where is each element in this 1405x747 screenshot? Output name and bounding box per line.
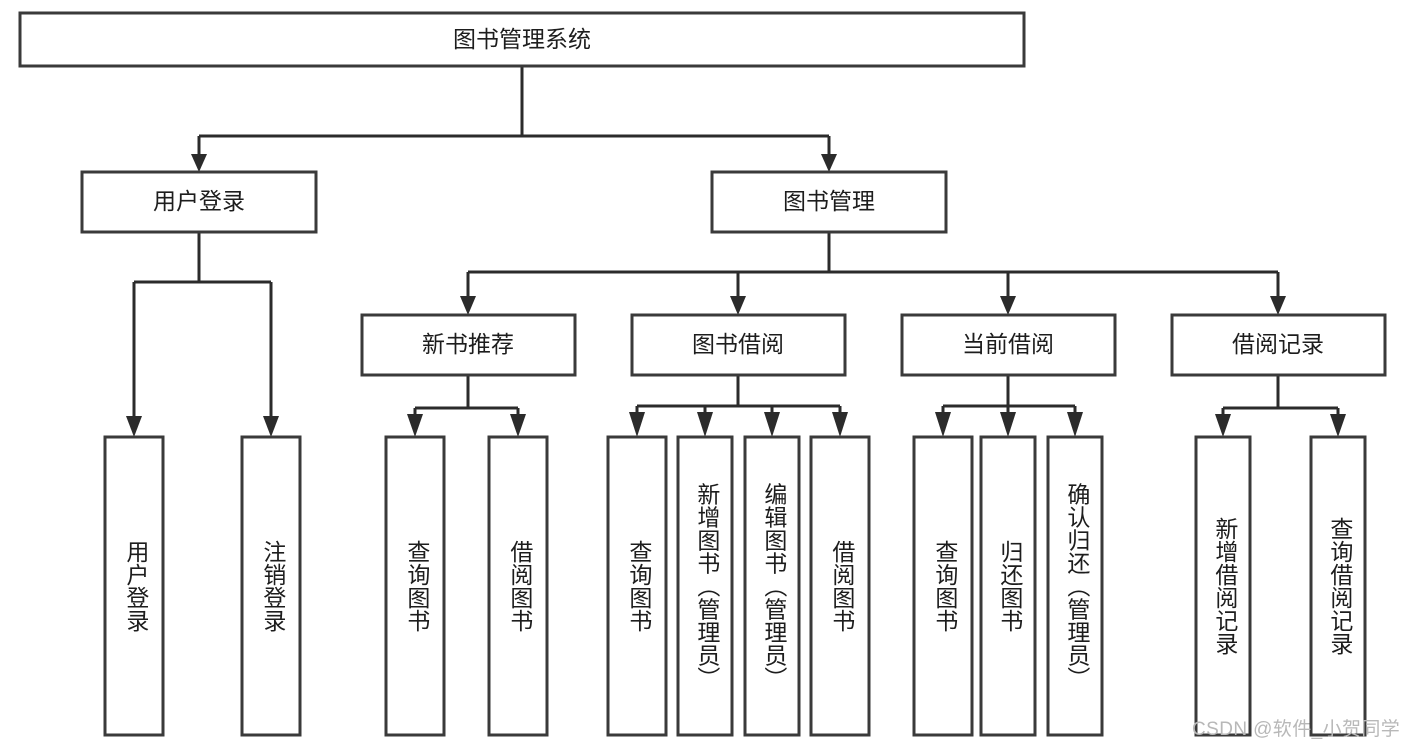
node-borrow-record-box[interactable] — [1170, 313, 1387, 377]
node-leaf-borrow-book-1-box[interactable] — [487, 435, 549, 737]
node-current-borrow-label: 当前借阅 — [962, 331, 1054, 357]
node-leaf-user-login[interactable]: 用户登录 — [103, 435, 165, 737]
node-leaf-query-record[interactable]: 查询借阅记录 — [1309, 435, 1367, 737]
arrow-to-leaf-logout-login — [263, 416, 279, 437]
connectors-user-login-to-leaves — [126, 232, 279, 437]
node-book-management[interactable]: 图书管理 — [710, 170, 948, 234]
node-root[interactable]: 图书管理系统 — [18, 11, 1026, 68]
node-leaf-borrow-book-1-label: 借阅图书 — [507, 540, 534, 632]
node-leaf-return-book-box[interactable] — [979, 435, 1037, 737]
node-leaf-borrow-book-2-box[interactable] — [809, 435, 871, 737]
node-borrow-record-label: 借阅记录 — [1232, 331, 1324, 357]
node-leaf-user-login-box[interactable] — [103, 435, 165, 737]
node-leaf-logout-login-label: 注销登录 — [260, 540, 287, 632]
arrow-to-leaf-query-record — [1330, 414, 1346, 437]
arrow-to-leaf-user-login — [126, 416, 142, 437]
node-leaf-query-record-box[interactable] — [1309, 435, 1367, 737]
connectors-book-borrow-to-leaves — [629, 375, 848, 437]
node-leaf-query-book-3[interactable]: 查询图书 — [912, 435, 974, 737]
arrow-to-leaf-query-book-1 — [407, 414, 423, 437]
connectors-root-to-level1 — [191, 66, 837, 172]
arrow-to-book-management — [821, 154, 837, 172]
node-leaf-query-book-3-box[interactable] — [912, 435, 974, 737]
arrow-to-leaf-add-record — [1215, 414, 1231, 437]
node-root-box[interactable] — [18, 11, 1026, 68]
node-leaf-query-book-3-label: 查询图书 — [932, 540, 959, 632]
node-leaf-add-book-label: 新增图书（管理员） — [694, 483, 721, 690]
arrow-to-borrow-record — [1270, 296, 1286, 315]
arrow-to-leaf-confirm-return — [1067, 412, 1083, 437]
node-book-borrow-box[interactable] — [630, 313, 847, 377]
node-leaf-query-book-2-box[interactable] — [606, 435, 668, 737]
node-leaf-query-book-1[interactable]: 查询图书 — [384, 435, 446, 737]
arrow-to-leaf-edit-book — [764, 412, 780, 437]
node-new-book-recommend[interactable]: 新书推荐 — [360, 313, 577, 377]
arrow-to-leaf-add-book — [697, 412, 713, 437]
arrow-to-current-borrow — [1000, 296, 1016, 315]
node-current-borrow-box[interactable] — [900, 313, 1117, 377]
node-leaf-query-book-2[interactable]: 查询图书 — [606, 435, 668, 737]
node-leaf-edit-book-box[interactable] — [743, 435, 801, 737]
node-leaf-confirm-return[interactable]: 确认归还（管理员） — [1046, 435, 1104, 737]
node-leaf-confirm-return-box[interactable] — [1046, 435, 1104, 737]
node-leaf-logout-login[interactable]: 注销登录 — [240, 435, 302, 737]
node-leaf-query-book-1-label: 查询图书 — [404, 540, 431, 632]
connectors-book-management-to-level2 — [460, 232, 1286, 315]
node-leaf-edit-book-label: 编辑图书（管理员） — [761, 483, 788, 690]
csdn-watermark: CSDN @软件_小贺同学 — [1192, 719, 1401, 740]
node-leaf-logout-login-box[interactable] — [240, 435, 302, 737]
node-book-management-label: 图书管理 — [783, 188, 875, 214]
node-root-label: 图书管理系统 — [453, 26, 591, 52]
node-leaf-query-book-1-box[interactable] — [384, 435, 446, 737]
connectors-borrow-record-to-leaves — [1215, 375, 1346, 437]
arrow-to-leaf-borrow-book-1 — [510, 414, 526, 437]
node-book-borrow[interactable]: 图书借阅 — [630, 313, 847, 377]
node-user-login[interactable]: 用户登录 — [80, 170, 318, 234]
node-leaf-add-record-box[interactable] — [1194, 435, 1252, 737]
node-user-login-box[interactable] — [80, 170, 318, 234]
arrow-to-user-login — [191, 154, 207, 172]
node-leaf-confirm-return-label: 确认归还（管理员） — [1064, 483, 1091, 690]
node-leaf-return-book[interactable]: 归还图书 — [979, 435, 1037, 737]
node-borrow-record[interactable]: 借阅记录 — [1170, 313, 1387, 377]
node-leaf-borrow-book-2-label: 借阅图书 — [829, 540, 856, 632]
node-leaf-borrow-book-2[interactable]: 借阅图书 — [809, 435, 871, 737]
node-new-book-recommend-label: 新书推荐 — [422, 331, 514, 357]
node-user-login-label: 用户登录 — [153, 188, 245, 214]
node-leaf-add-record-label: 新增借阅记录 — [1212, 517, 1239, 655]
node-leaf-add-record[interactable]: 新增借阅记录 — [1194, 435, 1252, 737]
node-current-borrow[interactable]: 当前借阅 — [900, 313, 1117, 377]
node-leaf-query-book-2-label: 查询图书 — [626, 540, 653, 632]
node-leaf-borrow-book-1[interactable]: 借阅图书 — [487, 435, 549, 737]
node-leaf-add-book[interactable]: 新增图书（管理员） — [676, 435, 734, 737]
node-leaf-edit-book[interactable]: 编辑图书（管理员） — [743, 435, 801, 737]
connectors-current-borrow-to-leaves — [935, 375, 1083, 437]
node-leaf-add-book-box[interactable] — [676, 435, 734, 737]
arrow-to-leaf-query-book-2 — [629, 412, 645, 437]
arrow-to-leaf-borrow-book-2 — [832, 412, 848, 437]
node-leaf-return-book-label: 归还图书 — [997, 540, 1024, 632]
arrow-to-leaf-query-book-3 — [935, 412, 951, 437]
arrow-to-new-book-recommend — [460, 296, 476, 315]
connectors-new-book-recommend-to-leaves — [407, 375, 526, 437]
node-leaf-query-record-label: 查询借阅记录 — [1327, 517, 1354, 655]
node-leaf-user-login-label: 用户登录 — [123, 540, 150, 632]
arrow-to-book-borrow — [730, 296, 746, 315]
arrow-to-leaf-return-book — [1000, 412, 1016, 437]
node-new-book-recommend-box[interactable] — [360, 313, 577, 377]
node-book-borrow-label: 图书借阅 — [692, 331, 784, 357]
node-book-management-box[interactable] — [710, 170, 948, 234]
